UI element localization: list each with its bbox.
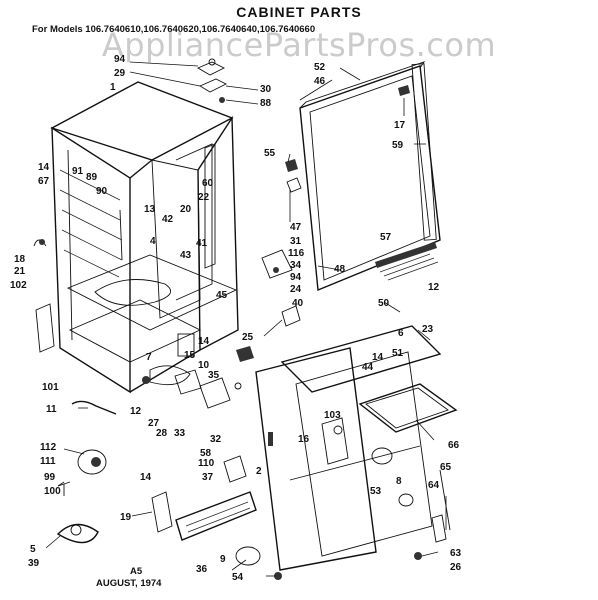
- part-label: 103: [324, 410, 341, 421]
- part-label: 18: [14, 254, 26, 265]
- part-label: 94: [290, 272, 302, 283]
- part-label: 7: [146, 352, 152, 363]
- part-label: 33: [174, 428, 186, 439]
- part-label: 55: [264, 148, 276, 159]
- part-label: 37: [202, 472, 214, 483]
- model-numbers: For Models 106.7640610,106.7640620,106.7…: [32, 24, 316, 35]
- part-label: 12: [130, 406, 142, 417]
- kick-plate: [175, 455, 282, 580]
- part-label: 19: [120, 512, 132, 523]
- cabinet-shell: [50, 81, 239, 394]
- part-label: 94: [114, 54, 126, 65]
- control-components: [142, 333, 254, 409]
- part-label: 9: [220, 554, 226, 565]
- footer-code: A5: [130, 566, 143, 577]
- part-label: 41: [196, 238, 208, 249]
- part-label: 60: [202, 178, 214, 189]
- part-label: 21: [14, 266, 26, 277]
- part-label: 116: [288, 248, 305, 259]
- part-number-labels: 94 29 30 88 1 52 46 17 59 14 67 91 89 90…: [10, 54, 462, 583]
- part-label: 5: [30, 544, 36, 555]
- part-label: 15: [184, 350, 196, 361]
- part-label: 39: [28, 558, 40, 569]
- part-label: 45: [216, 290, 228, 301]
- part-label: 16: [298, 434, 310, 445]
- part-label: 67: [38, 176, 50, 187]
- part-label: 66: [448, 440, 460, 451]
- diagram-title: CABINET PARTS: [236, 4, 362, 20]
- part-label: 34: [290, 260, 302, 271]
- part-label: 110: [198, 458, 215, 469]
- part-label: 91: [72, 166, 84, 177]
- leader-lines: [45, 61, 447, 577]
- part-label: 53: [370, 486, 382, 497]
- part-label: 102: [10, 280, 27, 291]
- part-label: 31: [290, 236, 302, 247]
- part-label: 65: [440, 462, 452, 473]
- watermark: AppliancePartsPros.com: [101, 26, 497, 64]
- part-label: 90: [96, 186, 108, 197]
- part-label: 14: [38, 162, 50, 173]
- part-label: 99: [44, 472, 56, 483]
- part-label: 14: [372, 352, 384, 363]
- part-label: 88: [260, 98, 272, 109]
- part-label: 51: [392, 348, 404, 359]
- part-label: 44: [362, 362, 374, 373]
- part-label: 8: [396, 476, 402, 487]
- part-label: 27: [148, 418, 160, 429]
- part-label: 24: [290, 284, 302, 295]
- refrigerator-door: [255, 325, 442, 571]
- part-label: 100: [44, 486, 61, 497]
- door-gasket-frame: [299, 61, 441, 292]
- part-label: 112: [40, 442, 57, 453]
- part-label: 17: [394, 120, 406, 131]
- part-label: 25: [242, 332, 254, 343]
- part-label: 36: [196, 564, 208, 575]
- part-label: 11: [46, 404, 57, 415]
- part-label: 64: [428, 480, 440, 491]
- part-label: 59: [392, 140, 404, 151]
- part-label: 2: [256, 466, 262, 477]
- part-label: 46: [314, 76, 326, 87]
- part-label: 14: [198, 336, 210, 347]
- part-label: 29: [114, 68, 126, 79]
- part-label: 1: [110, 82, 116, 93]
- part-label: 52: [314, 62, 326, 73]
- part-label: 14: [140, 472, 152, 483]
- part-label: 32: [210, 434, 222, 445]
- part-label: 63: [450, 548, 462, 559]
- part-label: 13: [144, 204, 156, 215]
- part-label: 47: [290, 222, 302, 233]
- hinge-bracket-assembly: [261, 159, 302, 327]
- part-label: 12: [428, 282, 440, 293]
- top-hinge-parts: [197, 58, 228, 103]
- part-label: 22: [198, 192, 210, 203]
- part-label: 43: [180, 250, 192, 261]
- part-label: 10: [198, 360, 210, 371]
- part-label: 89: [86, 172, 98, 183]
- part-label: 23: [422, 324, 434, 335]
- part-label: 4: [150, 236, 156, 247]
- part-label: 30: [260, 84, 272, 95]
- part-label: 48: [334, 264, 346, 275]
- part-label: 26: [450, 562, 462, 573]
- part-label: 42: [162, 214, 174, 225]
- footer-date: AUGUST, 1974: [96, 578, 162, 589]
- door-shelf-bin: [358, 383, 458, 560]
- part-label: 35: [208, 370, 220, 381]
- part-label: 57: [380, 232, 392, 243]
- loose-hardware-parts: [33, 239, 173, 544]
- part-label: 54: [232, 572, 244, 583]
- part-label: 28: [156, 428, 168, 439]
- part-label: 111: [40, 456, 56, 467]
- part-label: 58: [200, 448, 212, 459]
- part-label: 20: [180, 204, 192, 215]
- part-label: 6: [398, 328, 404, 339]
- part-label: 101: [42, 382, 59, 393]
- part-label: 40: [292, 298, 304, 309]
- part-label: 50: [378, 298, 390, 309]
